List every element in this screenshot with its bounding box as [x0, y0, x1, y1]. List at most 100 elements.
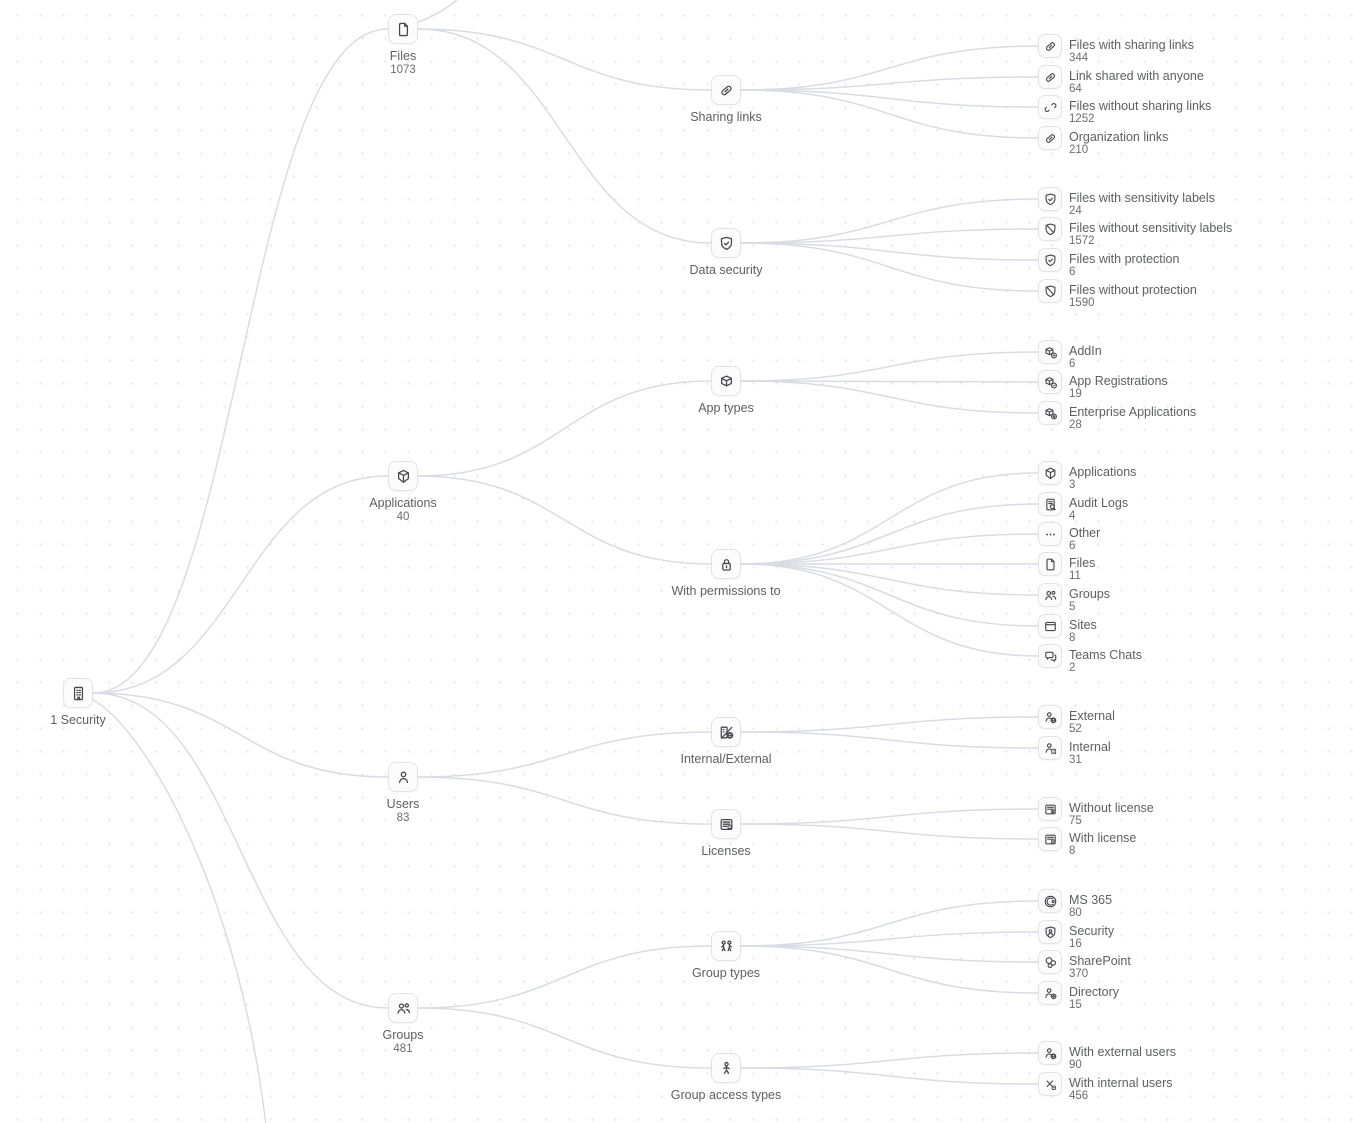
link-icon [718, 82, 735, 99]
sites-node-button[interactable] [1038, 614, 1062, 638]
person-globe-icon [1043, 1046, 1058, 1061]
sharepoint-node-button[interactable] [1038, 950, 1062, 974]
with-permissions-to-node-button[interactable] [711, 549, 741, 579]
groups-node-button[interactable] [388, 993, 418, 1023]
files-without-sensitivity-labels-node-button[interactable] [1038, 217, 1062, 241]
files-with-sharing-links-node-button[interactable] [1038, 34, 1062, 58]
applications-node-button[interactable] [388, 461, 418, 491]
group-types-icon [718, 938, 735, 955]
edge-files-data-security [417, 28, 712, 244]
edge-sharing-links-organization-links [740, 89, 1039, 139]
node-label: Organization links [1069, 130, 1169, 144]
edge-security-offscreen-bottom [91, 698, 267, 1123]
node-1-security: 1 Security [50, 678, 106, 727]
app-registrations-node-button[interactable] [1038, 370, 1062, 394]
data-security-node-button[interactable] [711, 228, 741, 258]
licenses-node-button[interactable] [711, 809, 741, 839]
node-with-permissions-to: With permissions to [671, 549, 781, 598]
edge-group-types-ms-365 [740, 900, 1039, 947]
1-security-node-button[interactable] [63, 678, 93, 708]
node-label: Files with sensitivity labels [1069, 191, 1215, 205]
files-without-protection-node-button[interactable] [1038, 279, 1062, 303]
edge-data-security-files-without-sensitivity-labels [740, 228, 1039, 244]
lock-icon [718, 556, 735, 573]
edge-group-access-types-with-external-users [740, 1052, 1039, 1069]
with-internal-users-node-button[interactable] [1038, 1072, 1062, 1096]
chat-icon [1043, 649, 1058, 664]
files-without-sharing-links-node-button[interactable] [1038, 95, 1062, 119]
applications-node-button[interactable] [1038, 461, 1062, 485]
users-node-button[interactable] [388, 762, 418, 792]
sharing-links-node-button[interactable] [711, 75, 741, 105]
group-access-types-node-button[interactable] [711, 1053, 741, 1083]
ms-365-node-button[interactable] [1038, 889, 1062, 913]
with-external-users-node-button[interactable] [1038, 1041, 1062, 1065]
link-shared-with-anyone-node-button[interactable] [1038, 65, 1062, 89]
enterprise-applications-node-button[interactable] [1038, 401, 1062, 425]
edge-sharing-links-link-shared-with-anyone [740, 76, 1039, 91]
node-label: Audit Logs [1069, 496, 1129, 510]
cube-icon [1043, 466, 1058, 481]
node-label: Files without protection [1069, 283, 1197, 297]
node-count: 15 [1069, 999, 1082, 1011]
directory-node-button[interactable] [1038, 981, 1062, 1005]
group-types-node-button[interactable] [711, 931, 741, 961]
other-node-button[interactable] [1038, 522, 1062, 546]
files-node-button[interactable] [388, 14, 418, 44]
node-app-types: App types [698, 366, 754, 415]
internal-external-icon [718, 724, 735, 741]
node-licenses: Licenses [701, 809, 751, 858]
organization-links-node-button[interactable] [1038, 126, 1062, 150]
app-types-icon [718, 373, 735, 390]
internal-node-button[interactable] [1038, 736, 1062, 760]
shield-slash-icon [1043, 222, 1058, 237]
with-license-node-button[interactable] [1038, 827, 1062, 851]
internal-external-node-button[interactable] [711, 717, 741, 747]
node-label: With permissions to [671, 584, 781, 598]
external-node-button[interactable] [1038, 705, 1062, 729]
node-label: Files without sensitivity labels [1069, 221, 1233, 235]
edge-app-types-app-registrations [740, 380, 1039, 383]
node-label: Sites [1069, 618, 1097, 632]
edge-1-security-applications [92, 475, 389, 694]
addin-node-button[interactable] [1038, 340, 1062, 364]
security-node-button[interactable] [1038, 920, 1062, 944]
without-license-node-button[interactable] [1038, 797, 1062, 821]
edge-licenses-without-license [740, 808, 1039, 825]
node-label: Files without sharing links [1069, 99, 1212, 113]
node-label: Groups [382, 1028, 424, 1042]
edge-applications-app-types [417, 380, 712, 477]
node-count: 481 [393, 1043, 413, 1055]
node-count: 64 [1069, 83, 1082, 95]
audit-logs-node-button[interactable] [1038, 492, 1062, 516]
node-count: 344 [1069, 52, 1089, 64]
node-count: 19 [1069, 388, 1082, 400]
files-with-protection-node-button[interactable] [1038, 248, 1062, 272]
groups-node-button[interactable] [1038, 583, 1062, 607]
files-with-sensitivity-labels-node-button[interactable] [1038, 187, 1062, 211]
person-icon [395, 769, 412, 786]
shield-check-icon [1043, 253, 1058, 268]
files-node-button[interactable] [1038, 552, 1062, 576]
edge-group-types-security [740, 931, 1039, 947]
teams-chats-node-button[interactable] [1038, 644, 1062, 668]
file-icon [395, 21, 412, 38]
edge-group-types-sharepoint [740, 945, 1039, 963]
app-types-node-button[interactable] [711, 366, 741, 396]
shield-person-icon [1043, 925, 1058, 940]
